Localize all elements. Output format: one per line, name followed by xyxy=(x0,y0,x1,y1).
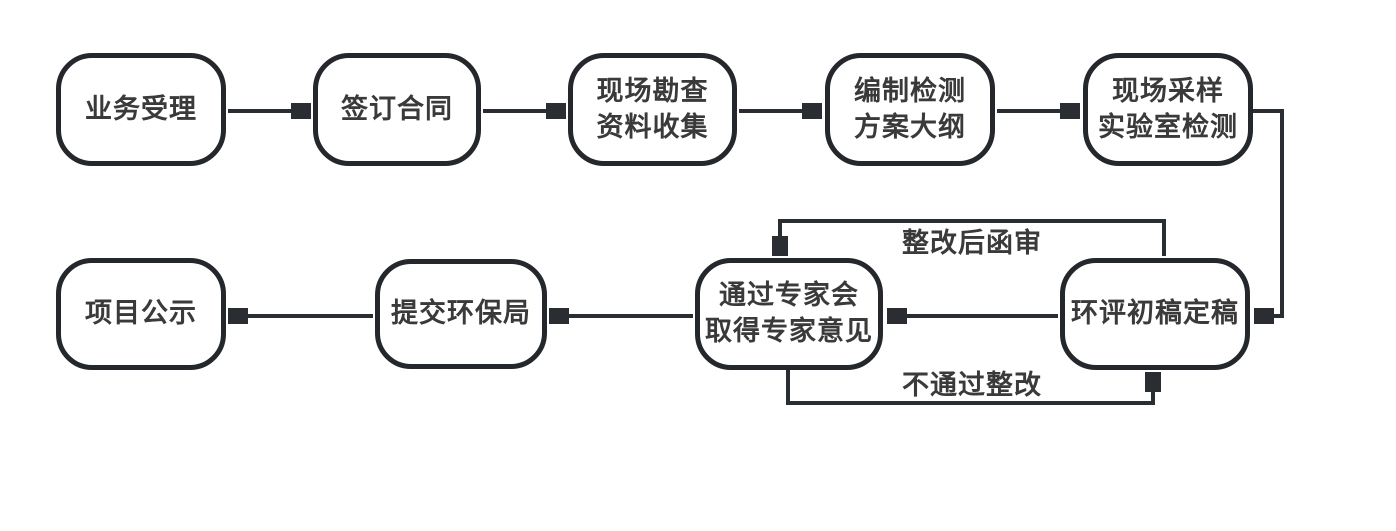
node-expert-review: 通过专家会 取得专家意见 xyxy=(695,258,883,370)
node-sign-contract: 签订合同 xyxy=(313,53,481,166)
node-label: 签订合同 xyxy=(341,93,453,124)
node-label-line2: 方案大纲 xyxy=(854,111,966,142)
node-label-line1: 现场勘查 xyxy=(596,75,709,106)
node-label-line1: 现场采样 xyxy=(1112,75,1224,106)
edge-label-revision-letter-review: 整改后函审 xyxy=(902,228,1042,258)
node-label-line2: 资料收集 xyxy=(596,111,709,142)
arrow-loop-fail-rectify xyxy=(786,368,1153,405)
node-business-acceptance: 业务受理 xyxy=(56,53,226,166)
node-label-line1: 编制检测 xyxy=(854,75,966,106)
node-label: 业务受理 xyxy=(85,93,197,124)
node-label-line1: 通过专家会 xyxy=(719,280,859,311)
node-project-publicity: 项目公示 xyxy=(56,258,226,370)
node-eia-draft-finalize: 环评初稿定稿 xyxy=(1060,258,1250,370)
edge-label-fail-rectify: 不通过整改 xyxy=(902,370,1042,400)
node-label-line2: 取得专家意见 xyxy=(705,316,873,346)
node-label: 项目公示 xyxy=(85,298,197,329)
arrow-sampling-to-draft xyxy=(1251,109,1284,316)
node-label: 环评初稿定稿 xyxy=(1071,298,1239,329)
node-submit-epa: 提交环保局 xyxy=(375,259,547,369)
arrow-loop-revision-review xyxy=(780,219,1166,256)
node-testing-plan-outline: 编制检测 方案大纲 xyxy=(825,53,995,166)
node-label: 提交环保局 xyxy=(391,298,531,329)
node-sampling-lab-testing: 现场采样 实验室检测 xyxy=(1083,53,1253,166)
node-site-survey-data-collection: 现场勘查 资料收集 xyxy=(568,53,737,166)
node-label-line2: 实验室检测 xyxy=(1098,111,1238,142)
